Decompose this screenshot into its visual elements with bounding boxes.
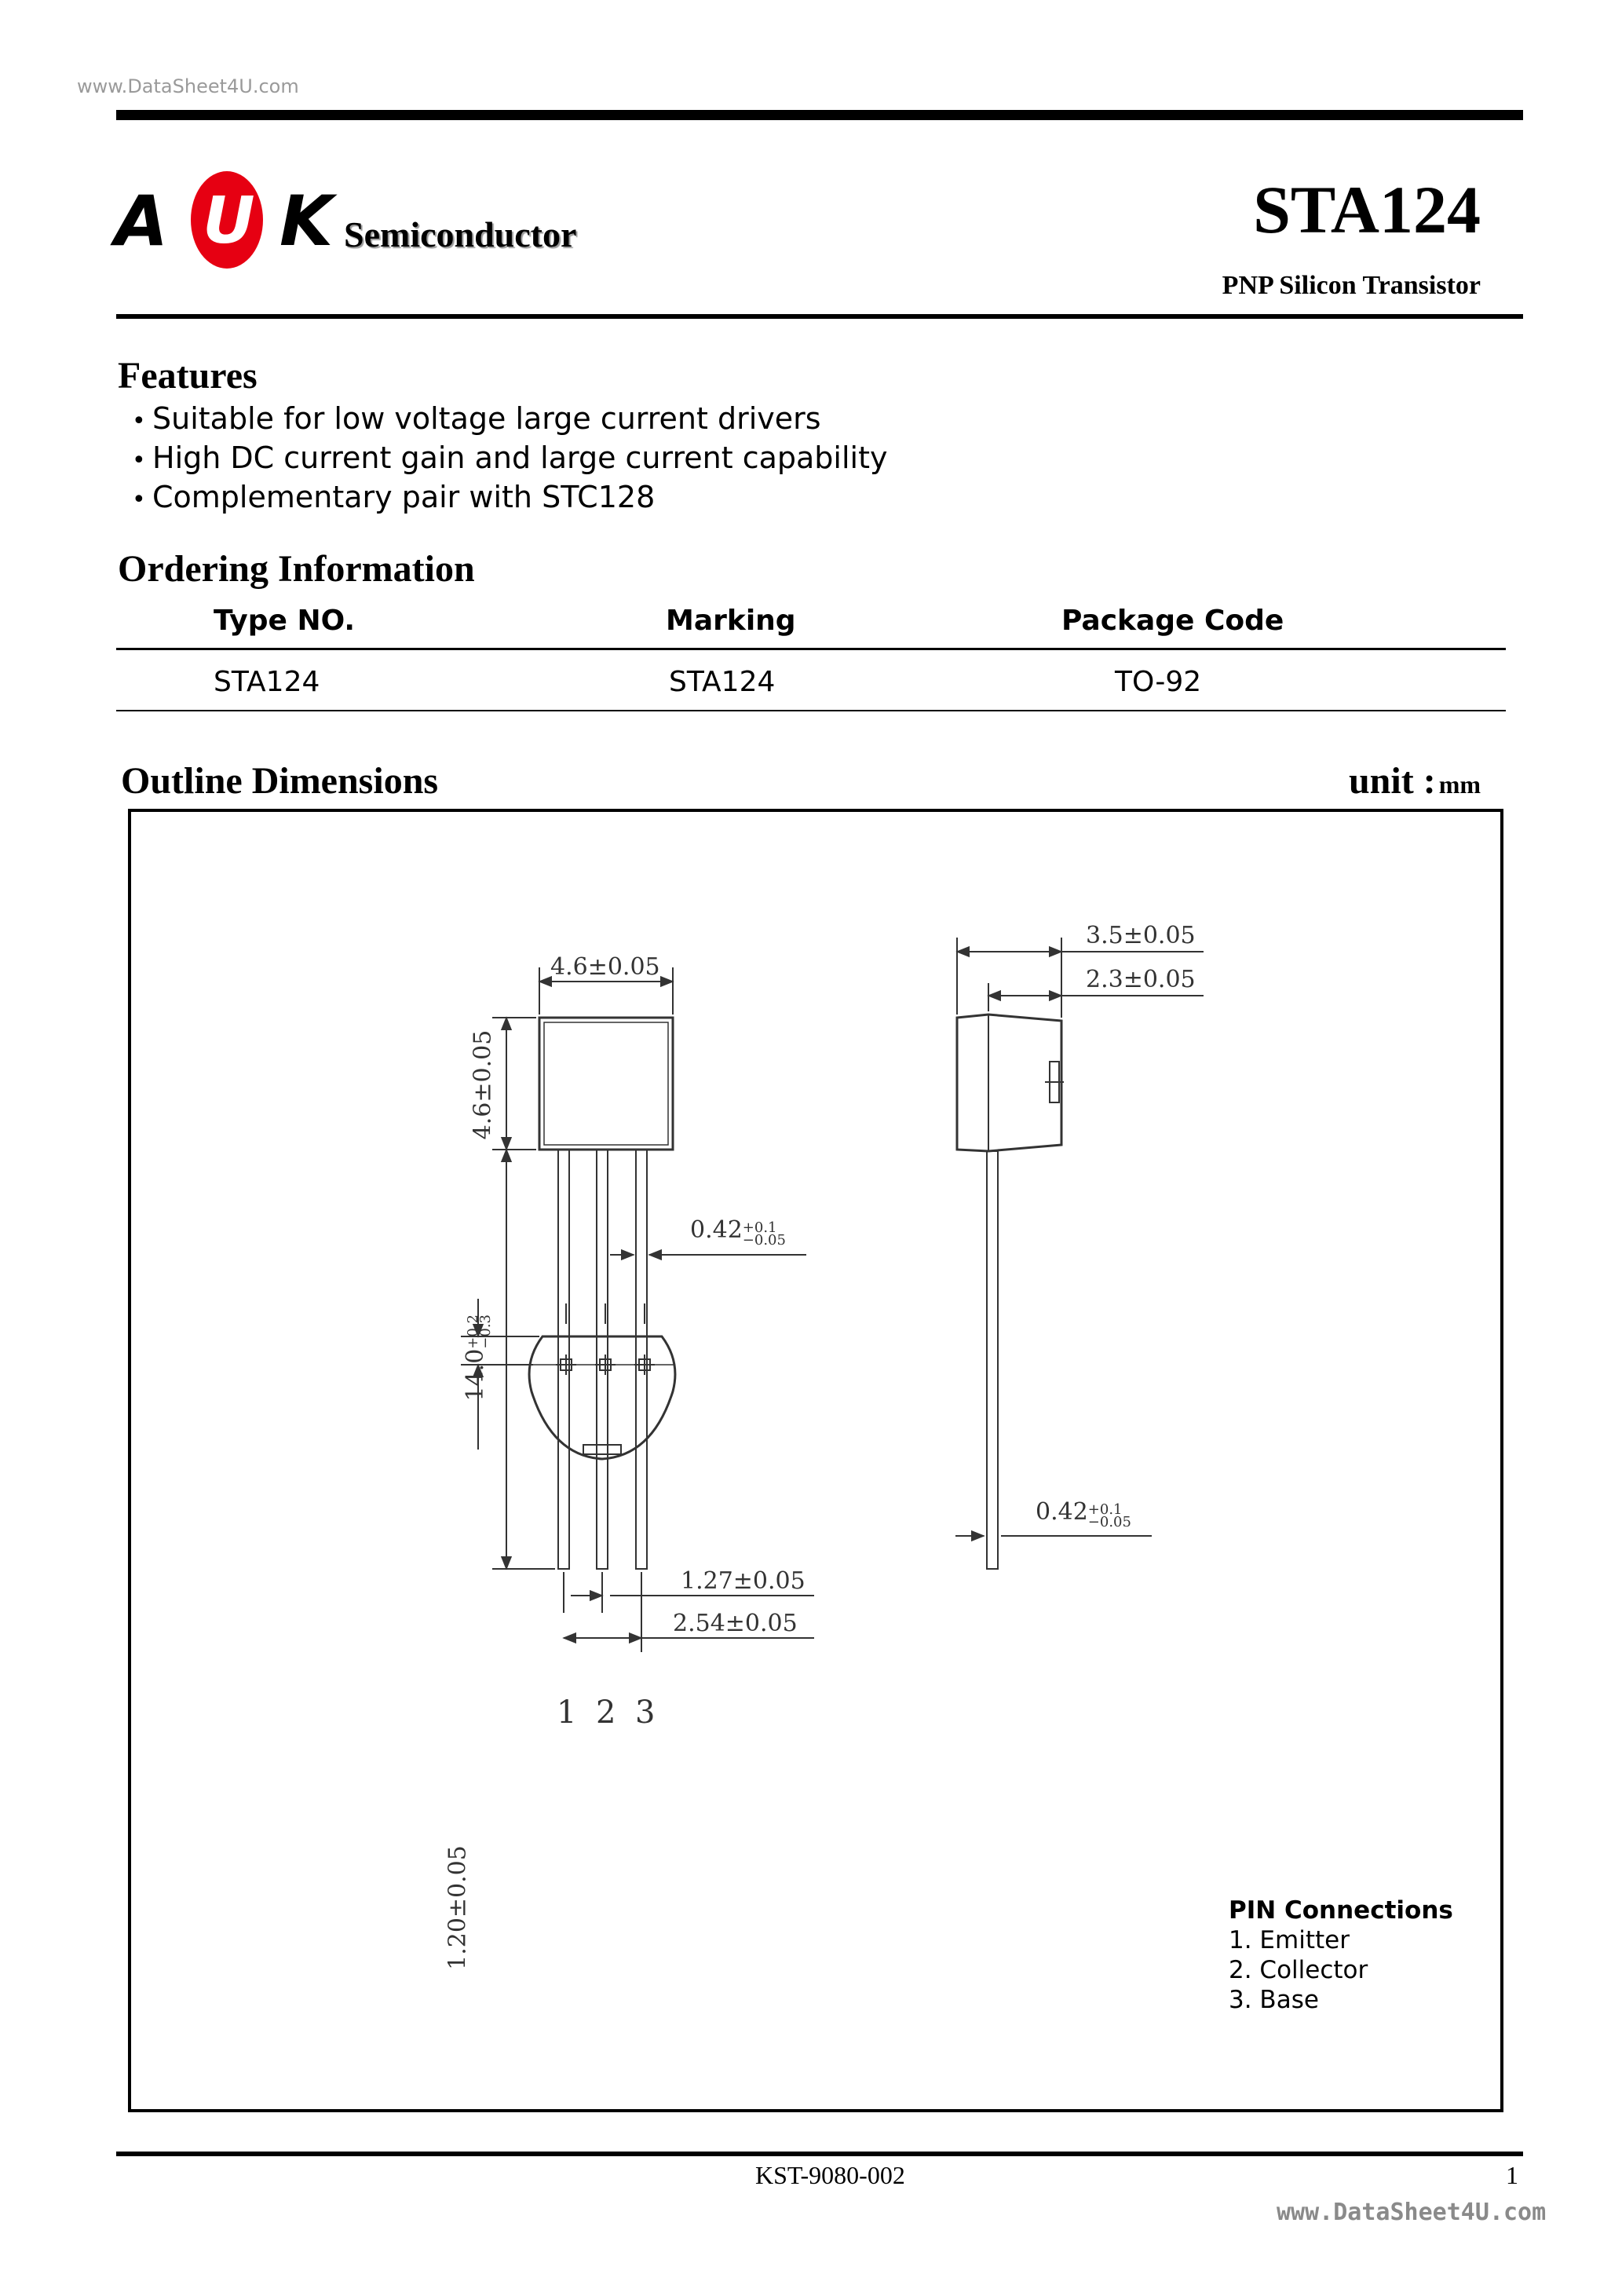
table-header-rule [116,648,1506,650]
dim-side-lead-width: 0.42+0.1−0.05 [1036,1498,1131,1529]
unit-label: unit : mm [1349,760,1481,811]
footer-rule [116,2152,1523,2156]
dim-pitch: 1.27±0.05 [681,1567,806,1595]
dim-side-lead-value: 0.42 [1036,1498,1088,1526]
features-title: Features [118,355,258,397]
bullet-icon: • [132,408,146,435]
dim-side-depth: 3.5±0.05 [1086,922,1196,949]
dim-body-width: 4.6±0.05 [550,953,660,981]
logo-word: Semiconductor [344,214,577,254]
watermark-bottom: www.DataSheet4U.com [1277,2199,1547,2226]
dim-lead-length-value: 14.0 [461,1348,489,1402]
company-logo: A U K Semiconductor [115,155,601,289]
pin-connection-item: 3. Base [1229,1986,1319,2014]
feature-text: Suitable for low voltage large current d… [152,401,821,436]
footer-doc-code: KST-9080-002 [755,2161,905,2189]
feature-item: • High DC current gain and large current… [132,440,887,479]
dim-lead-width: 0.42+0.1−0.05 [690,1216,786,1247]
logo-letter-u: U [203,184,255,258]
logo-letter-k: K [279,181,334,261]
bullet-icon: • [132,447,146,474]
feature-item: • Complementary pair with STC128 [132,479,887,518]
package-drawing [461,938,1204,1652]
logo-letter-a: A [115,181,169,261]
header-bottom-rule [116,314,1523,319]
table-header-type: Type NO. [214,605,356,637]
dim-side-lead-tol-plus: +0.1 [1087,1501,1123,1518]
part-subtitle: PNP Silicon Transistor [1222,271,1481,300]
watermark-top: www.DataSheet4U.com [77,75,299,97]
table-cell-type: STA124 [214,666,320,698]
table-header-marking: Marking [666,605,796,637]
features-list: • Suitable for low voltage large current… [132,400,887,518]
logo-red-ellipse [191,171,263,269]
dim-lead-length: 14.0+0.2−0.3 [461,1275,494,1440]
dim-lead-width-tol-minus: −0.05 [742,1231,786,1249]
outline-title: Outline Dimensions [121,760,439,802]
ordering-title: Ordering Information [118,548,475,590]
pin-connections: PIN Connections 1. Emitter 2. Collector … [1229,1896,1453,2015]
dim-lead-length-tol-minus: −0.3 [477,1314,494,1349]
footer-page-number: 1 [1506,2161,1518,2189]
dim-bottom-offset: 1.20±0.05 [444,1845,472,1970]
dim-body-height: 4.6±0.05 [469,1029,497,1140]
dim-span: 2.54±0.05 [673,1610,798,1637]
pin-number-3: 3 [635,1695,656,1731]
table-cell-marking: STA124 [669,666,776,698]
part-number: STA124 [1253,172,1481,247]
table-cell-package: TO-92 [1115,666,1202,698]
feature-text: Complementary pair with STC128 [152,480,656,514]
side-lead [986,1150,999,1570]
feature-text: High DC current gain and large current c… [152,441,888,475]
outline-drawing-box: 4.6±0.05 4.6±0.05 14.0+0.2−0.3 0.42+0.1−… [128,809,1503,2112]
dim-side-lead-tol-minus: −0.05 [1087,1513,1131,1530]
pin-connections-title: PIN Connections [1229,1896,1453,1925]
feature-item: • Suitable for low voltage large current… [132,400,887,440]
dim-lead-width-tol-plus: +0.1 [742,1219,777,1236]
front-body [538,1016,674,1151]
unit-label-text: unit : [1348,760,1436,802]
pin-connection-item: 1. Emitter [1229,1926,1350,1954]
bullet-icon: • [132,486,146,514]
pin-number-1: 1 [557,1695,577,1731]
header-top-rule [116,110,1523,120]
pin-number-2: 2 [596,1695,616,1731]
unit-value: mm [1438,770,1481,799]
dim-side-flat: 2.3±0.05 [1086,966,1196,993]
table-header-package: Package Code [1061,605,1284,637]
pin-connection-item: 2. Collector [1229,1956,1368,1984]
bottom-view-body [528,1335,677,1461]
table-bottom-rule [116,710,1506,711]
dim-lead-width-value: 0.42 [690,1216,743,1244]
auk-logo-mark [191,171,263,269]
